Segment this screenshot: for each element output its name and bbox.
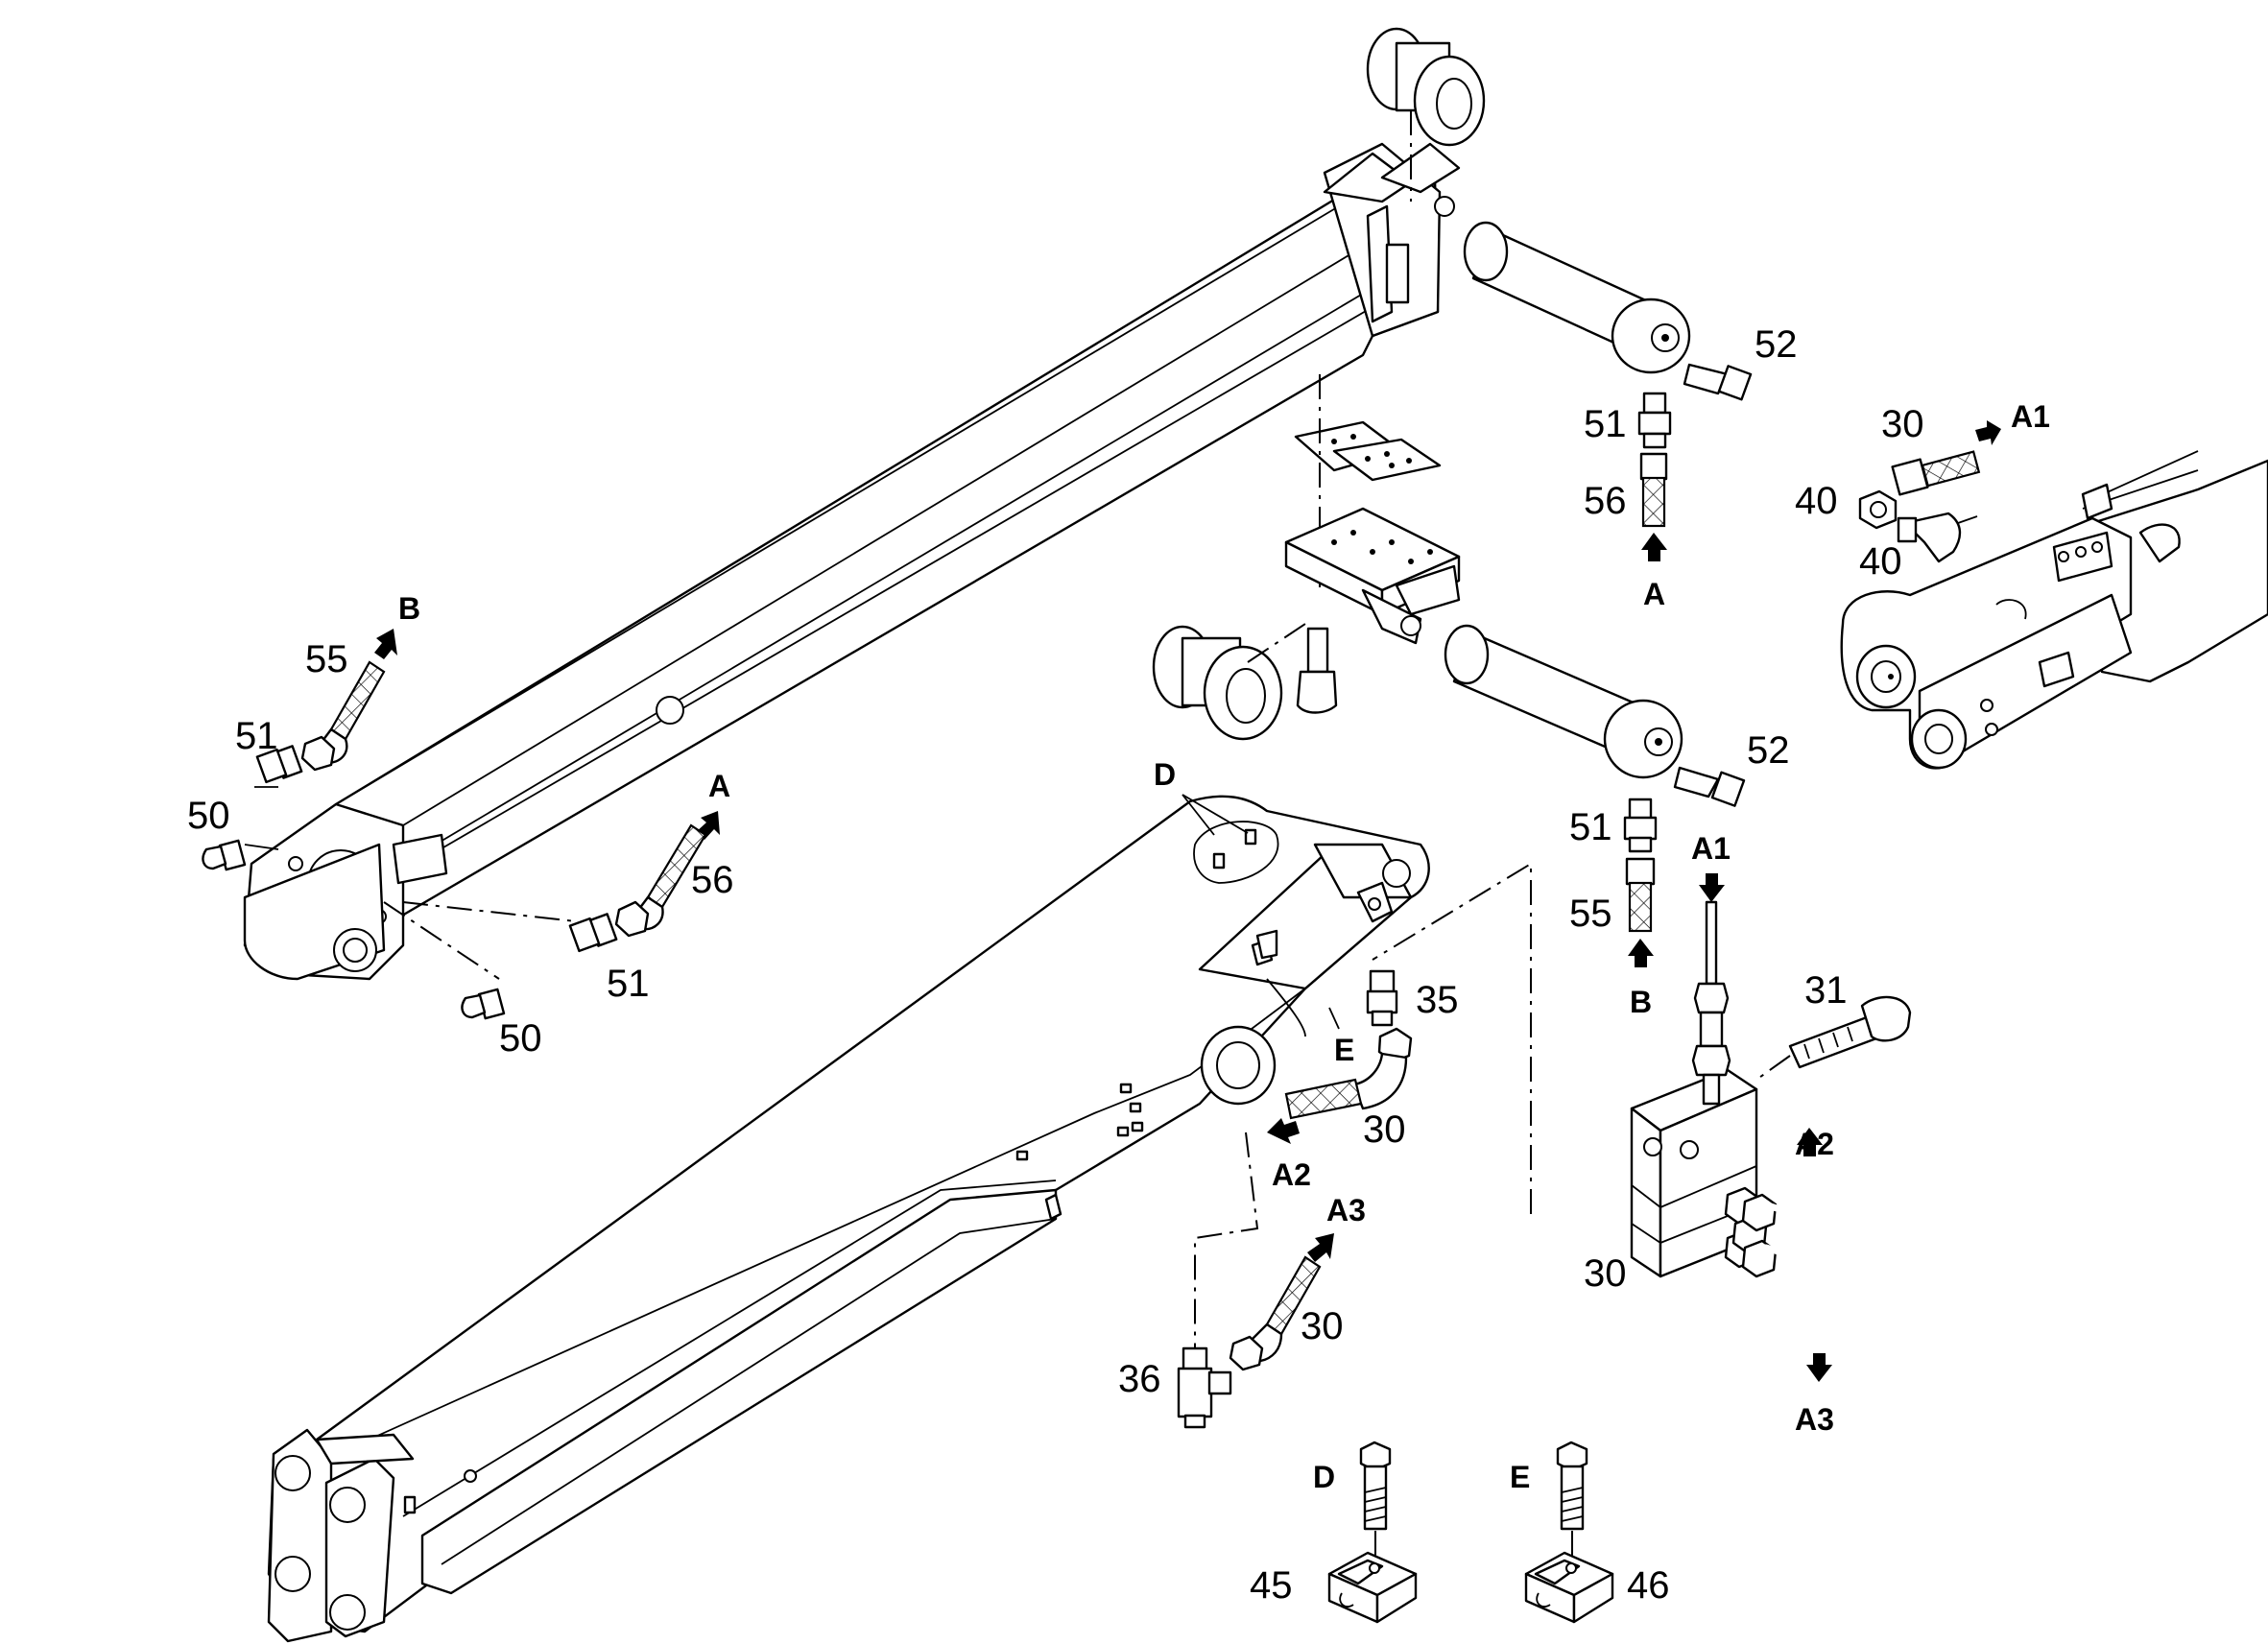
nut-40-a	[1858, 489, 1898, 530]
bolt-e	[1556, 1441, 1588, 1564]
fitting-51-right	[1623, 798, 1658, 853]
callout-a3-right: A3	[1795, 1402, 1834, 1437]
callout-a1-top: A1	[2011, 399, 2050, 434]
sleeve-bush-top	[1366, 27, 1486, 147]
tee-fitting-36	[1177, 1346, 1232, 1429]
callout-a3-left: A3	[1326, 1193, 1366, 1227]
callout-56-mid: 56	[691, 859, 734, 901]
hose-55-right	[1625, 857, 1656, 933]
clamp-bracket-boom	[1255, 881, 1394, 960]
callout-a2-left: A2	[1272, 1157, 1311, 1192]
shim-plates	[1294, 420, 1442, 482]
callout-b-left: B	[398, 591, 420, 626]
upper-boom	[243, 142, 1461, 981]
pin-bottom	[1444, 624, 1683, 779]
hose-56-top	[1639, 452, 1668, 528]
callout-50-bottom: 50	[499, 1017, 542, 1060]
callout-35: 35	[1416, 979, 1459, 1021]
fitting-35	[1366, 969, 1398, 1027]
hose-30-low	[1229, 1255, 1322, 1371]
grease-nipple-50-bottom	[461, 988, 506, 1020]
pipe-a3	[1762, 1244, 1823, 1362]
arrow-a2-left	[1267, 1118, 1300, 1144]
callout-a1-block: A1	[1691, 831, 1731, 866]
callout-51-top: 51	[1584, 403, 1627, 445]
arrow-a2-right	[1797, 1128, 1823, 1156]
cap-screw-bracket	[1296, 627, 1338, 714]
lube-distributor-block	[1630, 1068, 1778, 1278]
hose-30-mid	[1284, 1027, 1413, 1120]
grease-nipple-50-left	[202, 839, 247, 871]
callout-46: 46	[1627, 1564, 1670, 1607]
callout-30-mid: 30	[1363, 1108, 1406, 1151]
callout-a-top: A	[1643, 577, 1665, 611]
callout-40-a: 40	[1795, 480, 1838, 522]
callout-51-right: 51	[1569, 806, 1612, 848]
pin-top	[1463, 221, 1691, 374]
arrow-a1-top	[1975, 420, 2001, 445]
callout-36: 36	[1118, 1358, 1161, 1400]
mounting-bracket	[1284, 507, 1461, 645]
fitting-51-top	[1637, 392, 1672, 449]
callout-30-low: 30	[1301, 1305, 1344, 1347]
callout-52-top: 52	[1755, 323, 1798, 366]
hose-56-mid	[614, 823, 707, 938]
pipe-a1	[1691, 900, 1731, 1106]
callout-30-a1: 30	[1881, 403, 1924, 445]
callout-30-block: 30	[1584, 1252, 1627, 1295]
callout-e: E	[1334, 1033, 1354, 1067]
arrow-a3-right	[1806, 1353, 1832, 1382]
sleeve-bush-bottom	[1152, 625, 1283, 741]
elbow-40-b	[1897, 512, 1962, 563]
callout-51-mid: 51	[607, 963, 650, 1005]
screw-52-mid	[1673, 766, 1746, 807]
callout-d-bottom: D	[1313, 1460, 1335, 1494]
screw-31	[1755, 995, 1912, 1081]
callout-55-right: 55	[1569, 893, 1612, 935]
callout-52-mid: 52	[1747, 729, 1790, 772]
callout-51-left: 51	[235, 715, 278, 757]
callout-b-right: B	[1630, 985, 1652, 1019]
pipe-a2	[1760, 1143, 1813, 1215]
callout-a-mid: A	[708, 769, 730, 803]
callout-e-bottom: E	[1510, 1460, 1530, 1494]
callout-40-b: 40	[1859, 540, 1902, 583]
callout-d-top: D	[1154, 757, 1176, 792]
callout-50-left: 50	[187, 795, 230, 837]
callout-55-left: 55	[305, 638, 348, 680]
callout-56-top: 56	[1584, 480, 1627, 522]
callout-a2-right: A2	[1795, 1127, 1834, 1161]
fitting-51-left	[255, 745, 303, 784]
hose-55-left	[300, 660, 386, 772]
lower-boom	[267, 795, 1430, 1643]
arrow-a3-left	[1307, 1233, 1334, 1262]
callout-45: 45	[1250, 1564, 1293, 1607]
fitting-51-mid	[568, 913, 618, 953]
fitting-30-a1	[1891, 450, 1981, 496]
boom-detail-right	[1840, 450, 2268, 770]
arrow-a1-block	[1699, 873, 1725, 902]
bolt-d	[1359, 1441, 1392, 1564]
clamp-46	[1524, 1551, 1614, 1624]
clamp-45	[1327, 1551, 1418, 1624]
arrow-a-top	[1641, 533, 1667, 561]
arrow-b-left	[374, 629, 397, 659]
screw-52-top	[1683, 363, 1753, 401]
arrow-b-right	[1628, 939, 1654, 967]
callout-31: 31	[1804, 969, 1848, 1012]
